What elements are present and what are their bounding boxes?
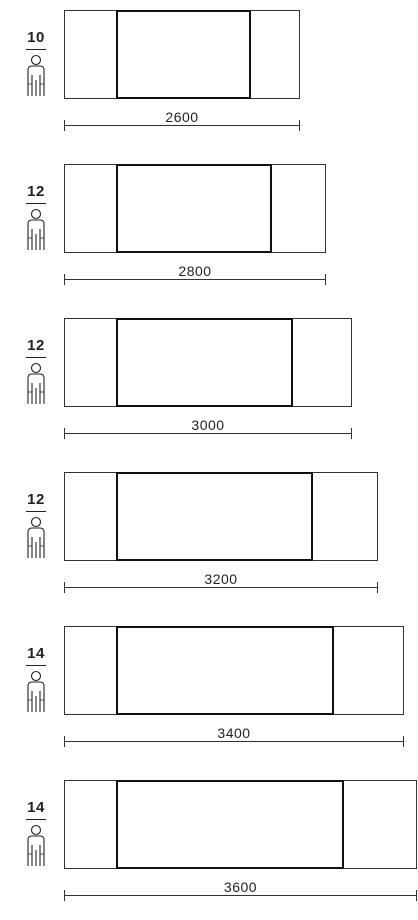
seat-count-underline [26,203,46,204]
seat-count-group: 10 [22,30,50,98]
length-dimension-line [64,736,404,747]
length-label: 3600 [223,879,258,895]
table-configuration: 12 2800 [0,164,418,304]
length-dimension-line [64,890,417,901]
table-configuration: 14 3600 [0,780,418,920]
length-dimension-line [64,582,378,593]
seat-count-group: 14 [22,800,50,868]
seat-count-group: 14 [22,646,50,714]
seat-count-underline [26,357,46,358]
seat-count-underline [26,819,46,820]
person-icon [27,516,45,558]
table-configuration: 10 2600 [0,10,418,150]
table-top [116,472,313,561]
seat-count: 14 [27,645,45,662]
table-top [116,318,293,407]
seat-count-group: 12 [22,492,50,560]
length-label: 3400 [217,725,251,741]
seat-count: 14 [27,799,45,816]
seat-count-underline [26,49,46,50]
table-configuration: 12 3000 [0,318,418,458]
table-size-diagram: { "configurations": [ {"seats": "10", "l… [0,10,418,901]
table-top [116,164,272,253]
table-outline [64,626,404,715]
seat-count: 10 [27,29,45,46]
table-outline [64,780,417,869]
seat-count: 12 [27,183,45,200]
length-label: 2800 [178,263,212,279]
seat-count-group: 12 [22,184,50,252]
length-label: 3200 [204,571,238,587]
seat-count: 12 [27,491,45,508]
table-top [116,780,344,869]
seat-count-underline [26,511,46,512]
length-dimension-line [64,120,300,131]
table-outline [64,164,326,253]
person-icon [27,54,45,96]
seat-count: 12 [27,337,45,354]
table-outline [64,318,352,407]
table-configuration: 14 3400 [0,626,418,766]
length-label: 3000 [191,417,225,433]
length-dimension-line [64,428,352,439]
table-top [116,10,251,99]
seat-count-group: 12 [22,338,50,406]
length-label: 2600 [165,109,199,125]
length-dimension-line [64,274,326,285]
seat-count-underline [26,665,46,666]
table-outline [64,10,300,99]
person-icon [27,824,45,866]
person-icon [27,362,45,404]
person-icon [27,208,45,250]
table-top [116,626,334,715]
person-icon [27,670,45,712]
table-outline [64,472,378,561]
table-configuration: 12 3200 [0,472,418,612]
